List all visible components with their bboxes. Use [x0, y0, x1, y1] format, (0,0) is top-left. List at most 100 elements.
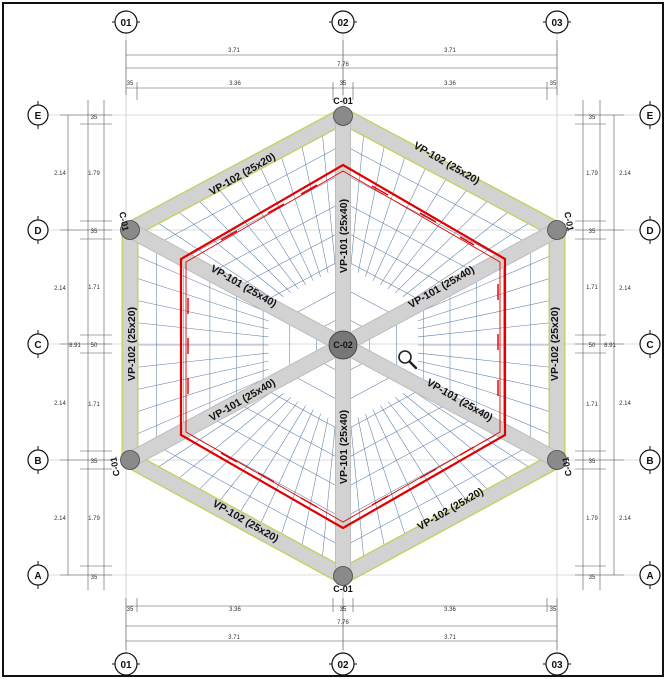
joist-line — [417, 360, 558, 392]
magnifier-icon[interactable] — [398, 350, 418, 370]
joist-ring — [342, 287, 397, 317]
grid-bubble-C-right: C — [639, 330, 661, 358]
dim-top-span-1: 3.71 — [228, 48, 240, 54]
joist-line — [129, 360, 269, 392]
joist-line — [402, 206, 515, 297]
joist-line — [417, 275, 558, 322]
dim-bottom-span-2: 3.71 — [444, 635, 456, 641]
joist-line — [129, 252, 269, 314]
joist-line — [321, 421, 336, 565]
svg-text:C: C — [34, 340, 41, 351]
columns — [120, 106, 567, 586]
grid-bubble-E-left: E — [27, 101, 49, 129]
joist-line — [357, 417, 387, 553]
svg-text:D: D — [646, 226, 653, 237]
joist-line — [372, 161, 429, 281]
dim-bottom-detail-1: 35 — [127, 607, 134, 613]
grid-bubble-01-bottom: 01 — [112, 652, 140, 676]
svg-text:A: A — [646, 571, 653, 582]
grid-bubble-A-right: A — [639, 561, 661, 589]
joist-line — [365, 413, 408, 542]
column-lower-right — [547, 450, 567, 470]
joist-line — [395, 195, 493, 293]
reinforcement-outline — [179, 163, 507, 530]
dimension-bottom — [125, 598, 558, 650]
dim-left-outer-2: 2.14 — [54, 286, 66, 292]
svg-text:03: 03 — [551, 660, 563, 671]
column-label-upper-right: C-01 — [562, 211, 575, 232]
column-label-bottom: C-01 — [333, 584, 353, 594]
joist-line — [300, 417, 329, 553]
column-top — [333, 106, 353, 126]
joist-line — [395, 397, 493, 495]
column-center — [328, 330, 358, 360]
perimeter-beam — [336, 109, 564, 237]
grid-bubble-01-top: 01 — [112, 10, 140, 34]
dim-left-inner-3: 35 — [91, 229, 98, 235]
dim-left-inner-7: 35 — [91, 459, 98, 465]
dim-left-inner-9: 35 — [91, 575, 98, 581]
svg-text:D: D — [34, 226, 41, 237]
grid-bubble-D-left: D — [27, 216, 49, 244]
grid-bubble-A-left: A — [27, 561, 49, 589]
joist-line — [129, 275, 269, 322]
dim-top-span-2: 3.71 — [444, 48, 456, 54]
dim-right-inner-7: 35 — [589, 459, 596, 465]
joist-line — [129, 298, 269, 330]
joist-line — [417, 368, 558, 415]
grid-bubble-D-right: D — [639, 216, 661, 244]
dim-bottom-detail-5: 35 — [550, 607, 557, 613]
dimension-left — [60, 100, 112, 590]
joist-line — [129, 321, 269, 338]
dim-top-detail-1: 35 — [127, 81, 134, 87]
dimension-right — [575, 100, 624, 590]
joist-ring — [289, 287, 344, 317]
joist-line — [300, 138, 329, 273]
joist-line — [417, 252, 558, 314]
column-label-lower-left: C-01 — [108, 456, 121, 477]
svg-text:03: 03 — [551, 18, 563, 29]
joist-line — [417, 321, 558, 338]
dim-bottom-span-1: 3.71 — [228, 635, 240, 641]
joist-line — [172, 206, 284, 297]
grid-bubble-B-right: B — [639, 446, 661, 474]
column-label-center: C-02 — [333, 340, 353, 350]
beam-label-radial-down: VP-101 (25x40) — [338, 410, 350, 484]
grid-bubbles: 01 02 03 01 02 03 E — [27, 10, 661, 676]
dim-top-detail-2: 3.36 — [229, 81, 241, 87]
dim-left-inner-5: 50 — [91, 343, 98, 349]
dim-right-outer-3: 2.14 — [619, 401, 631, 407]
joist-line — [321, 127, 336, 269]
dim-right-inner-8: 1.79 — [586, 516, 598, 522]
beam-label-radial-lower-left: VP-101 (25x40) — [207, 377, 277, 424]
dim-right-total: 8.91 — [604, 343, 616, 349]
column-label-upper-left: C-01 — [117, 211, 130, 232]
radial-beam — [126, 338, 347, 467]
dim-bottom-detail-4: 3.36 — [444, 607, 456, 613]
svg-text:A: A — [34, 571, 41, 582]
dim-left-total: 8.91 — [69, 343, 81, 349]
perimeter-beam — [123, 109, 350, 237]
dim-left-inner-1: 35 — [91, 115, 98, 121]
dim-right-inner-4: 1.71 — [586, 285, 598, 291]
grid-bubble-02-top: 02 — [329, 10, 357, 34]
joist-line — [151, 218, 277, 301]
joist-line — [214, 184, 299, 289]
joist-line — [417, 376, 558, 438]
dim-right-outer-1: 2.14 — [619, 171, 631, 177]
beam-label-radial-up: VP-101 (25x40) — [338, 199, 350, 273]
dim-right-inner-6: 1.71 — [586, 402, 598, 408]
joist-line — [357, 138, 387, 273]
dimension-top — [125, 40, 558, 100]
joist-line — [402, 393, 515, 484]
beam-label-perimeter-right: VP-102 (25x20) — [549, 307, 561, 381]
dim-right-inner-9: 35 — [589, 575, 596, 581]
svg-text:B: B — [646, 456, 653, 467]
dim-right-inner-2: 1.79 — [586, 171, 598, 177]
joist-line — [417, 298, 558, 330]
joist-line — [257, 409, 314, 530]
dim-left-inner-4: 1.71 — [88, 285, 100, 291]
grid-bubble-03-top: 03 — [543, 10, 571, 34]
perimeter-beam — [123, 453, 350, 583]
